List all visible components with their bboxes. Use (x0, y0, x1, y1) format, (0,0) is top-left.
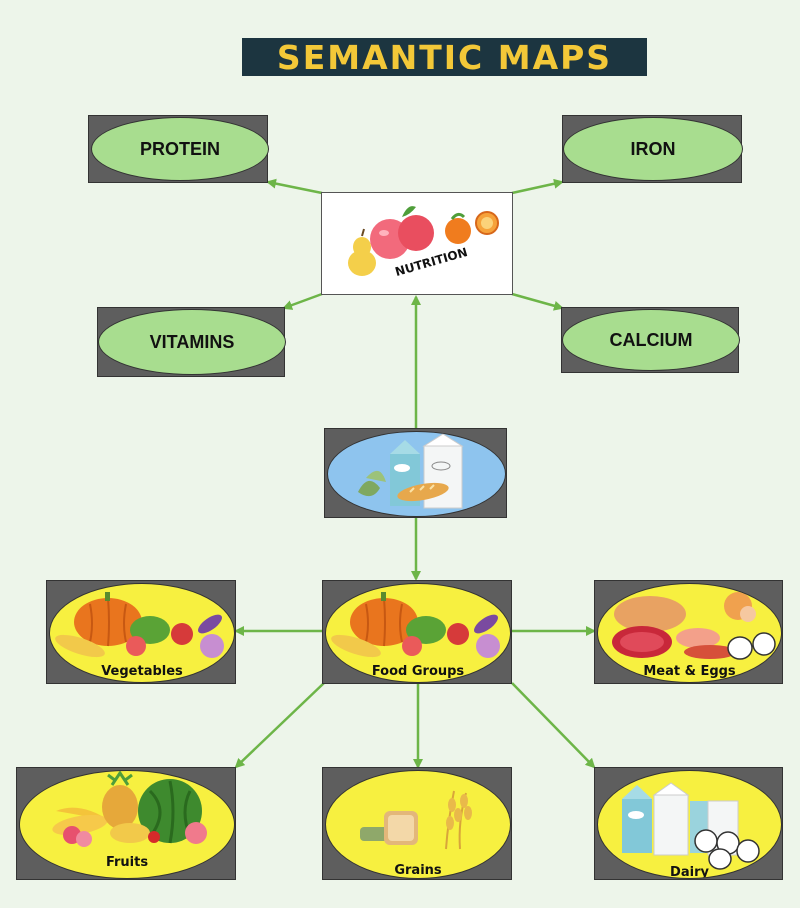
protein-node: PROTEIN (88, 115, 269, 183)
meat-eggs-ellipse: Meat & Eggs (597, 583, 782, 683)
vegetables-illustration (331, 592, 500, 658)
grains-node: Grains (322, 767, 512, 880)
meat-eggs-illustration (612, 592, 776, 660)
food-groups-label: Food Groups (371, 664, 465, 679)
vegetables-label: Vegetables (101, 664, 183, 679)
vitamins-pill: VITAMINS (98, 309, 286, 375)
fruit-illustration (348, 206, 499, 276)
meat-eggs-node: Meat & Eggs (594, 580, 783, 684)
vegetables-ellipse: Vegetables (49, 583, 235, 683)
fruits-ellipse: Fruits (19, 770, 235, 879)
arrow-to-iron (511, 178, 564, 195)
fruits-label: Fruits (105, 855, 149, 870)
calcium-label: CALCIUM (609, 329, 693, 350)
iron-node: IRON (562, 115, 743, 183)
dairy-ellipse: Dairy (597, 770, 782, 879)
arrow-to-fruits (234, 682, 325, 769)
arrow-to-protein (266, 178, 323, 195)
grains-ellipse: Grains (325, 770, 511, 879)
grains-label: Grains (394, 863, 442, 878)
fruits-node: Fruits (16, 767, 236, 880)
protein-label: PROTEIN (139, 138, 220, 159)
milk-bread-illustration (358, 433, 464, 509)
nutrition-node: NUTRITION (321, 192, 513, 295)
dairy-label: Dairy (670, 865, 709, 879)
vegetables-node: Vegetables (46, 580, 236, 684)
arrow-to-calcium (511, 292, 564, 311)
iron-label: IRON (630, 138, 676, 159)
calcium-node: CALCIUM (561, 307, 740, 373)
vitamins-node: VITAMINS (97, 307, 286, 377)
fruits-illustration (52, 771, 207, 847)
protein-pill: PROTEIN (91, 117, 269, 181)
arrow-to-dairy (511, 682, 596, 769)
vegetables-illustration (55, 592, 224, 658)
dairy-node: Dairy (594, 767, 783, 880)
grains-illustration (360, 790, 472, 850)
food-groups-ellipse: Food Groups (325, 583, 511, 683)
arrow-to-vitamins (282, 292, 323, 310)
food-groups-node: Food Groups (322, 580, 512, 684)
milk-ellipse (327, 431, 506, 517)
milk-node (324, 428, 507, 518)
dairy-illustration (622, 782, 760, 870)
page-title-banner: SEMANTIC MAPS (242, 37, 647, 77)
calcium-pill: CALCIUM (562, 309, 740, 371)
vitamins-label: VITAMINS (149, 331, 235, 352)
iron-pill: IRON (563, 117, 743, 181)
page-title: SEMANTIC MAPS (276, 37, 613, 77)
meat-eggs-label: Meat & Eggs (643, 664, 736, 679)
